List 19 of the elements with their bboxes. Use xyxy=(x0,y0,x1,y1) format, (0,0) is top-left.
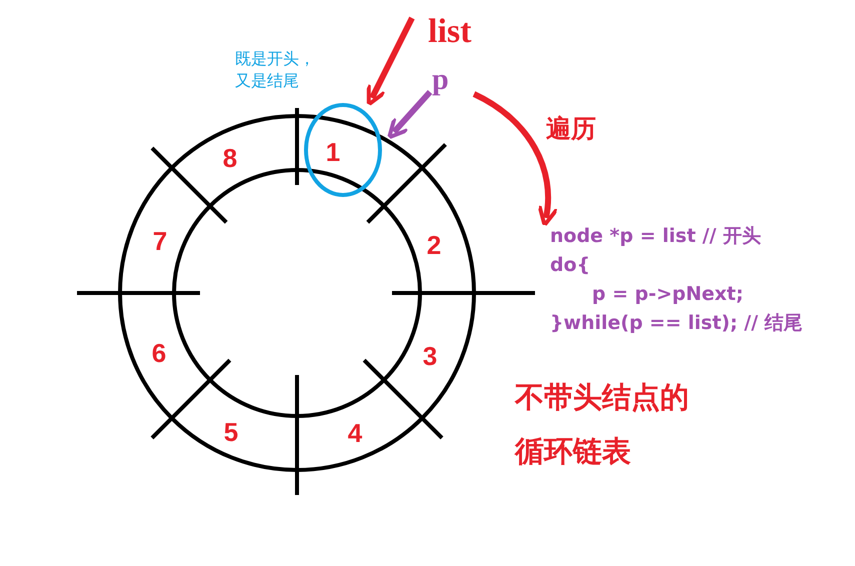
note: 不带头结点的循环链表 xyxy=(515,379,690,470)
code-line: do{ xyxy=(550,253,590,278)
segment-number: 1 xyxy=(324,137,342,167)
arrow xyxy=(387,90,432,140)
arrow xyxy=(472,91,558,228)
note: 既是开头，又是结尾 xyxy=(235,48,316,92)
segment-number: 5 xyxy=(216,417,246,447)
code-line: }while(p == list); // 结尾 xyxy=(550,311,803,336)
segment-number: 4 xyxy=(340,418,370,448)
segment-number: 7 xyxy=(145,226,175,256)
pointer-label: p xyxy=(432,62,449,98)
segment-number: 8 xyxy=(215,143,245,173)
pointer-label: list xyxy=(428,10,472,54)
code-line: node *p = list // 开头 xyxy=(550,224,761,249)
segment-number: 2 xyxy=(419,230,449,260)
segment-number: 6 xyxy=(144,338,174,368)
code-line: p = p->pNext; xyxy=(591,282,744,307)
segment-number: 3 xyxy=(415,341,445,371)
arrow xyxy=(366,16,415,106)
